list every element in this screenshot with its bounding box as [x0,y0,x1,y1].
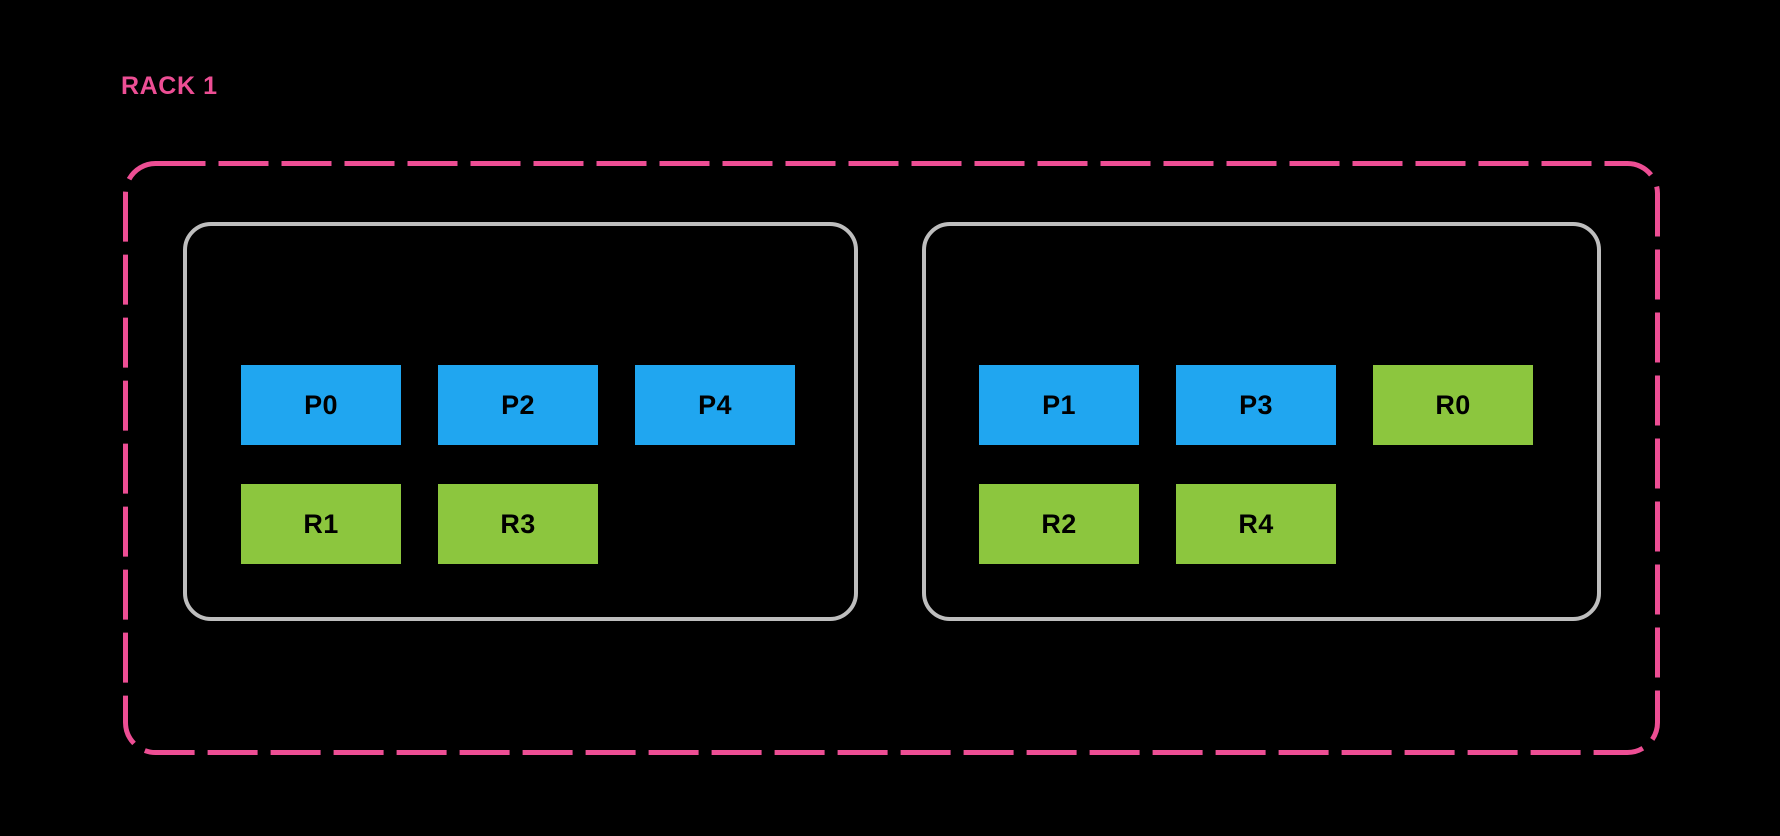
unit-chip-r3[interactable]: R3 [438,484,598,564]
unit-chip-label: P2 [501,389,535,420]
unit-chip-r1[interactable]: R1 [241,484,401,564]
unit-chip-p4[interactable]: P4 [635,365,795,445]
node-container-left [183,222,858,621]
unit-chip-label: R4 [1238,508,1274,539]
unit-chip-label: R2 [1041,508,1077,539]
unit-chip-label: P1 [1042,389,1076,420]
unit-chip-p1[interactable]: P1 [979,365,1139,445]
unit-chip-label: P0 [304,389,338,420]
unit-chip-p3[interactable]: P3 [1176,365,1336,445]
unit-chip-r2[interactable]: R2 [979,484,1139,564]
unit-chip-p2[interactable]: P2 [438,365,598,445]
unit-row-right-top: P1 P3 R0 [979,365,1533,445]
unit-row-right-bottom: R2 R4 [979,484,1336,564]
rack-label: RACK 1 [121,72,218,100]
node-container-right [922,222,1601,621]
unit-chip-r0[interactable]: R0 [1373,365,1533,445]
unit-chip-label: R3 [500,508,536,539]
unit-chip-label: P3 [1239,389,1273,420]
unit-row-left-top: P0 P2 P4 [241,365,795,445]
unit-chip-r4[interactable]: R4 [1176,484,1336,564]
unit-chip-label: R0 [1435,389,1471,420]
unit-row-left-bottom: R1 R3 [241,484,598,564]
unit-chip-label: R1 [303,508,339,539]
unit-chip-p0[interactable]: P0 [241,365,401,445]
unit-chip-label: P4 [698,389,732,420]
